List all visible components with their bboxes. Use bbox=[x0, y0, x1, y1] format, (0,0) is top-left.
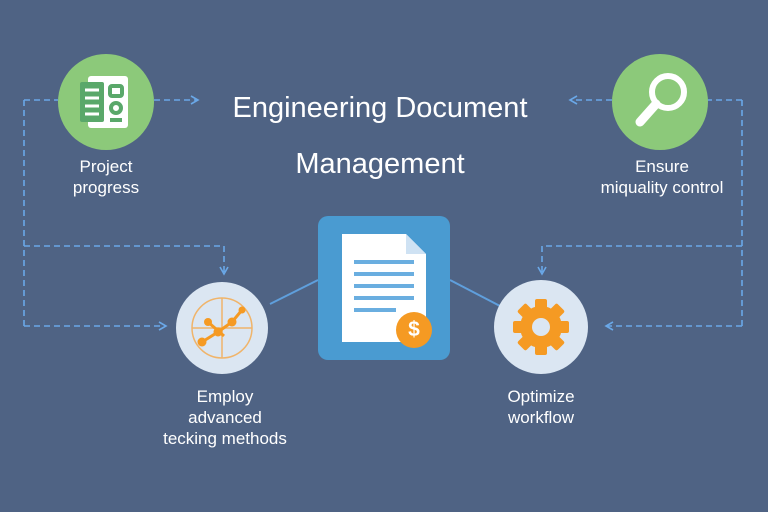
connector-right-mid bbox=[537, 245, 742, 276]
title-line-1: Engineering Document bbox=[232, 92, 528, 124]
connector-left-mid bbox=[24, 245, 229, 276]
project-progress-node bbox=[58, 54, 154, 150]
tracking-methods-line-1: Employ bbox=[196, 387, 254, 406]
quality-control-line-1: Ensure bbox=[635, 157, 689, 176]
magnifier-icon bbox=[635, 73, 687, 127]
quality-control-node bbox=[612, 54, 708, 150]
project-progress-line-1: Project bbox=[79, 157, 133, 176]
optimize-workflow-node bbox=[494, 280, 588, 374]
spreadsheet-icon bbox=[80, 76, 128, 128]
link-center-right bbox=[449, 279, 501, 307]
project-progress-label: Project progress bbox=[40, 156, 172, 198]
center-document-box bbox=[318, 216, 450, 360]
tracking-methods-line-2: advanced bbox=[188, 408, 262, 427]
dollar-badge: $ bbox=[396, 312, 432, 348]
optimize-workflow-line-1: Optimize bbox=[507, 387, 575, 406]
quality-control-line-2: miquality control bbox=[600, 178, 724, 197]
tracking-methods-label: Employ advanced tecking methods bbox=[140, 386, 310, 449]
gear-icon bbox=[513, 299, 569, 355]
diagram-title: Engineering Document Management bbox=[190, 80, 570, 192]
optimize-workflow-label: Optimize workflow bbox=[470, 386, 612, 428]
dollar-badge-text: $ bbox=[408, 318, 420, 341]
optimize-workflow-line-2: workflow bbox=[507, 408, 575, 427]
tracking-methods-node bbox=[176, 282, 268, 374]
link-center-left bbox=[269, 279, 319, 305]
quality-control-label: Ensure miquality control bbox=[576, 156, 748, 198]
tracking-methods-line-3: tecking methods bbox=[163, 429, 287, 448]
network-graph-icon bbox=[191, 297, 253, 359]
project-progress-line-2: progress bbox=[72, 178, 140, 197]
document-icon bbox=[342, 234, 426, 342]
title-line-2: Management bbox=[295, 148, 465, 180]
